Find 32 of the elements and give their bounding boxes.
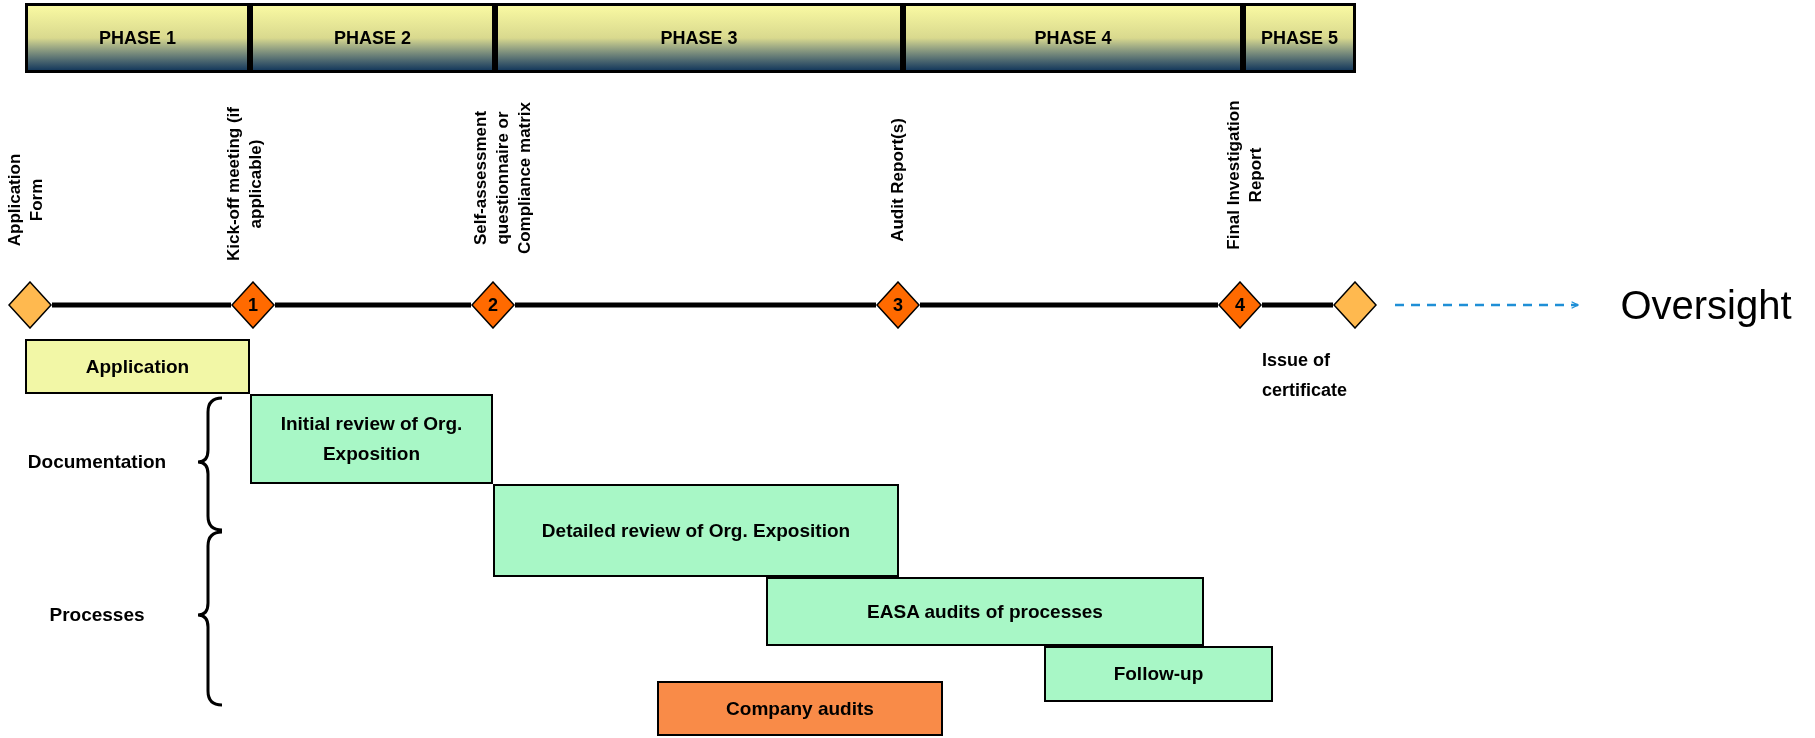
milestone-diamond: 3 bbox=[876, 281, 920, 329]
row-label: Processes bbox=[48, 603, 146, 627]
timeline-line bbox=[1262, 302, 1333, 308]
milestone-diamond: 1 bbox=[231, 281, 275, 329]
phase-header: PHASE 1 bbox=[25, 3, 250, 73]
timeline-line bbox=[515, 302, 876, 308]
row-label: Documentation bbox=[26, 450, 168, 474]
task-bar: EASA audits of processes bbox=[766, 577, 1204, 646]
milestone-diamond: 4 bbox=[1218, 281, 1262, 329]
milestone-label: Issue of certificate bbox=[1262, 349, 1349, 402]
task-bar: Company audits bbox=[657, 681, 943, 736]
phase-header: PHASE 3 bbox=[495, 3, 903, 73]
timeline-line bbox=[52, 302, 231, 308]
timeline-line bbox=[275, 302, 471, 308]
timeline-line bbox=[920, 302, 1218, 308]
milestone-diamond bbox=[8, 281, 52, 329]
milestone-label: Final Investigation Report bbox=[1223, 99, 1266, 252]
milestone-diamond bbox=[1333, 281, 1377, 329]
phase-header: PHASE 5 bbox=[1243, 3, 1356, 73]
task-bar: Detailed review of Org. Exposition bbox=[493, 484, 899, 577]
outcome-text: Oversight bbox=[1600, 277, 1812, 333]
task-bar: Follow-up bbox=[1044, 646, 1273, 702]
milestone-label: Audit Report(s) bbox=[887, 117, 908, 244]
phase-header: PHASE 4 bbox=[903, 3, 1243, 73]
phase-header: PHASE 2 bbox=[250, 3, 495, 73]
milestone-label: Self-assessment questionnaire or Compliance matrix bbox=[470, 100, 535, 257]
milestone-label: Application Form bbox=[4, 152, 47, 249]
milestone-diamond: 2 bbox=[471, 281, 515, 329]
task-bar: Initial review of Org. Exposition bbox=[250, 394, 493, 484]
task-bar: Application bbox=[25, 339, 250, 394]
milestone-label: Kick-off meeting (if applicable) bbox=[223, 106, 266, 263]
dashed-arrow bbox=[1395, 301, 1579, 309]
